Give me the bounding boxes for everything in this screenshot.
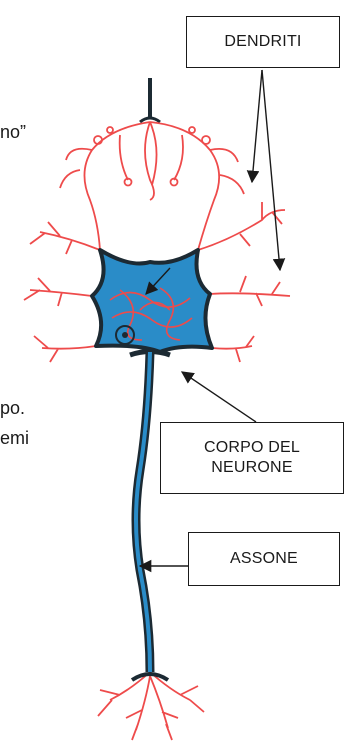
arrow-corpo-1 [182, 372, 256, 422]
label-corpo-line-1: CORPO DEL [204, 438, 300, 458]
nucleolus [122, 332, 128, 338]
label-dendriti: DENDRITI [186, 16, 340, 68]
label-dendriti-text: DENDRITI [224, 32, 301, 52]
arrow-dendriti-2 [262, 70, 280, 270]
arrow-dendriti-1 [252, 70, 262, 182]
label-corpo-del-neurone: CORPO DEL NEURONE [160, 422, 344, 494]
label-assone: ASSONE [188, 532, 340, 586]
upper-dendrite-branches [60, 122, 244, 250]
axon-inner [136, 352, 150, 672]
top-stub-cap [140, 118, 160, 122]
label-assone-text: ASSONE [230, 549, 298, 569]
label-corpo-line-2: NEURONE [211, 458, 292, 478]
